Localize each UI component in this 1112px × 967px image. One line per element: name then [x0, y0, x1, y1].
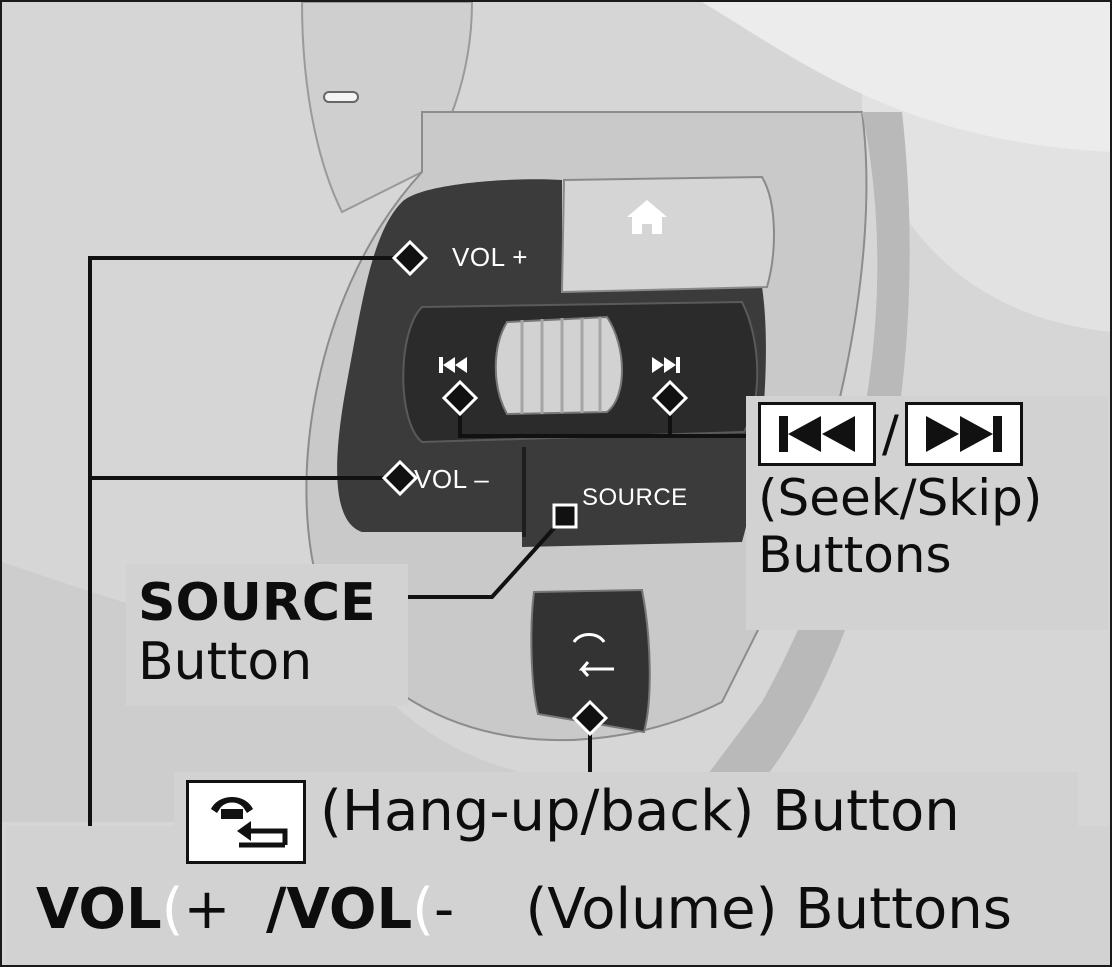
source-label-bold: SOURCE — [138, 573, 376, 633]
source-callout: SOURCE Button — [126, 564, 408, 706]
seek-label-line1: (Seek/Skip) — [758, 469, 1043, 527]
hangup-label: (Hang-up/back) Button — [320, 779, 960, 844]
wheel-source-label: SOURCE — [582, 484, 688, 511]
vol-plus-paren: ( — [161, 877, 184, 942]
home-icon — [627, 200, 667, 234]
hangup-callout: (Hang-up/back) Button — [174, 772, 1078, 870]
vol-minus-sign: - — [434, 877, 455, 942]
vol-slash-text: /VOL — [266, 877, 413, 942]
vol-text: VOL — [36, 877, 162, 942]
home-button[interactable] — [560, 175, 775, 294]
wheel-vol-plus-label: VOL + — [452, 242, 528, 272]
vol-minus-paren: ( — [412, 877, 435, 942]
leader-markers — [381, 239, 689, 737]
thumb-wheel[interactable] — [494, 315, 623, 416]
source-label-normal: Button — [138, 632, 313, 693]
wheel-vol-minus-label: VOL – — [414, 464, 490, 494]
wheel-hangup-glyph — [572, 633, 614, 677]
skip-forward-icon — [904, 402, 1023, 466]
hangup-button[interactable] — [530, 588, 651, 734]
leader-lines — [88, 256, 746, 857]
seek-separator: / — [882, 404, 899, 463]
skip-back-icon — [758, 402, 876, 466]
hang-up-back-icon — [186, 780, 306, 864]
vol-plus-sign: + — [183, 877, 231, 942]
wheel-skip-forward-glyph — [652, 357, 680, 373]
volume-label: (Volume) Buttons — [525, 877, 1012, 942]
seek-label-line2: Buttons — [758, 526, 952, 584]
volume-label-line: VOL(+ /VOL(- (Volume) Buttons — [36, 878, 1012, 942]
wheel-skip-back-glyph — [439, 357, 467, 373]
seek-skip-callout: / (Seek/Skip) Buttons — [746, 396, 1108, 630]
paddle-slot — [323, 91, 359, 103]
